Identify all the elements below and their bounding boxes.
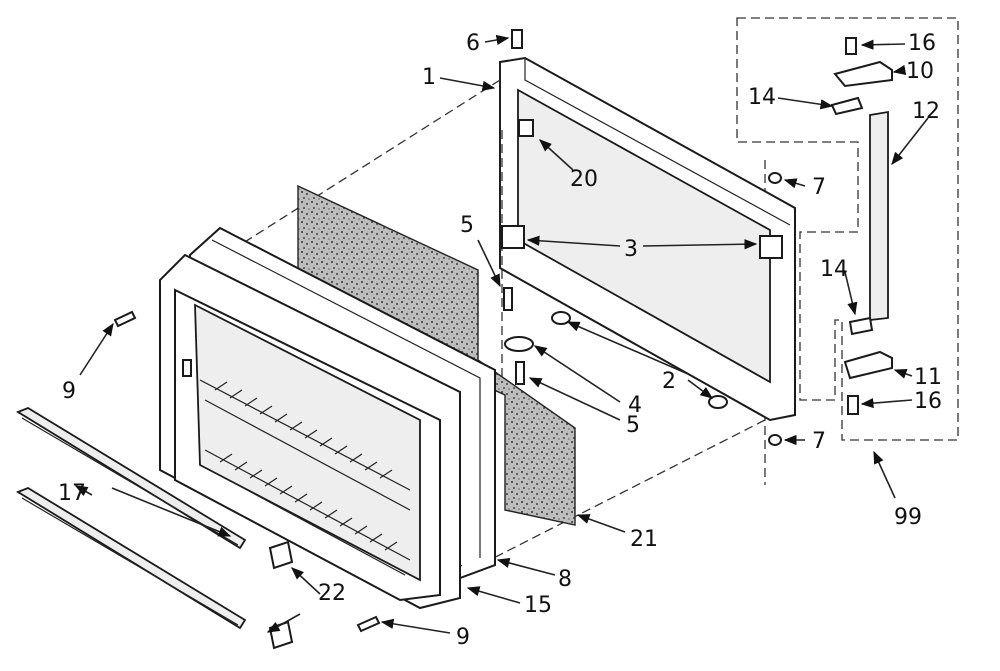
callout-2: 2 xyxy=(662,369,676,394)
hinge-screw xyxy=(845,37,857,55)
hole-cap xyxy=(768,434,782,446)
callout-4: 4 xyxy=(628,393,642,418)
hole-cap xyxy=(768,172,782,184)
callout-16-upper: 16 xyxy=(908,31,936,56)
callout-17: 17 xyxy=(58,481,86,506)
callout-5-lower: 5 xyxy=(626,413,640,438)
callout-7-lower: 7 xyxy=(812,429,826,454)
screw xyxy=(515,361,525,385)
hinge-kit-boundary xyxy=(736,17,959,441)
projection-line xyxy=(239,79,501,246)
hinge-screw xyxy=(847,395,859,415)
plug xyxy=(518,119,534,137)
callout-6: 6 xyxy=(466,31,480,56)
callout-16-lower: 16 xyxy=(914,389,942,414)
callout-12: 12 xyxy=(912,99,940,124)
callout-5-upper: 5 xyxy=(460,213,474,238)
callout-1: 1 xyxy=(422,65,436,90)
callout-22: 22 xyxy=(318,581,346,606)
callout-10: 10 xyxy=(906,59,934,84)
shim xyxy=(848,316,874,336)
washer xyxy=(504,336,534,352)
rail-end-cap xyxy=(268,620,294,650)
callout-21: 21 xyxy=(630,527,658,552)
shim xyxy=(830,96,864,116)
hinge-bottom xyxy=(843,350,893,380)
screw xyxy=(113,310,137,328)
leader-lines xyxy=(74,34,929,634)
screw-top xyxy=(511,29,523,49)
door-stop-bar xyxy=(869,110,889,322)
callout-3: 3 xyxy=(624,237,638,262)
shelf-rail-lower xyxy=(16,486,247,630)
hinge-top xyxy=(833,60,893,88)
grommet xyxy=(708,395,728,409)
callout-20: 20 xyxy=(570,167,598,192)
callout-11: 11 xyxy=(914,365,942,390)
callout-9-left: 9 xyxy=(62,379,76,404)
callout-99: 99 xyxy=(894,505,922,530)
callout-9-bottom: 9 xyxy=(456,625,470,650)
screw xyxy=(356,615,381,633)
grommet xyxy=(551,311,571,325)
door-liner xyxy=(174,288,441,602)
door-outer-panel xyxy=(499,56,796,422)
shelf-ribs xyxy=(214,381,398,551)
callout-15: 15 xyxy=(524,593,552,618)
callout-7-upper: 7 xyxy=(812,175,826,200)
hinge-bracket xyxy=(759,235,783,259)
callout-8: 8 xyxy=(558,567,572,592)
hinge-bracket xyxy=(501,225,525,249)
callout-14-lower: 14 xyxy=(820,257,848,282)
rail-end-cap xyxy=(268,540,294,570)
callout-14-upper: 14 xyxy=(748,85,776,110)
screw xyxy=(503,287,513,311)
